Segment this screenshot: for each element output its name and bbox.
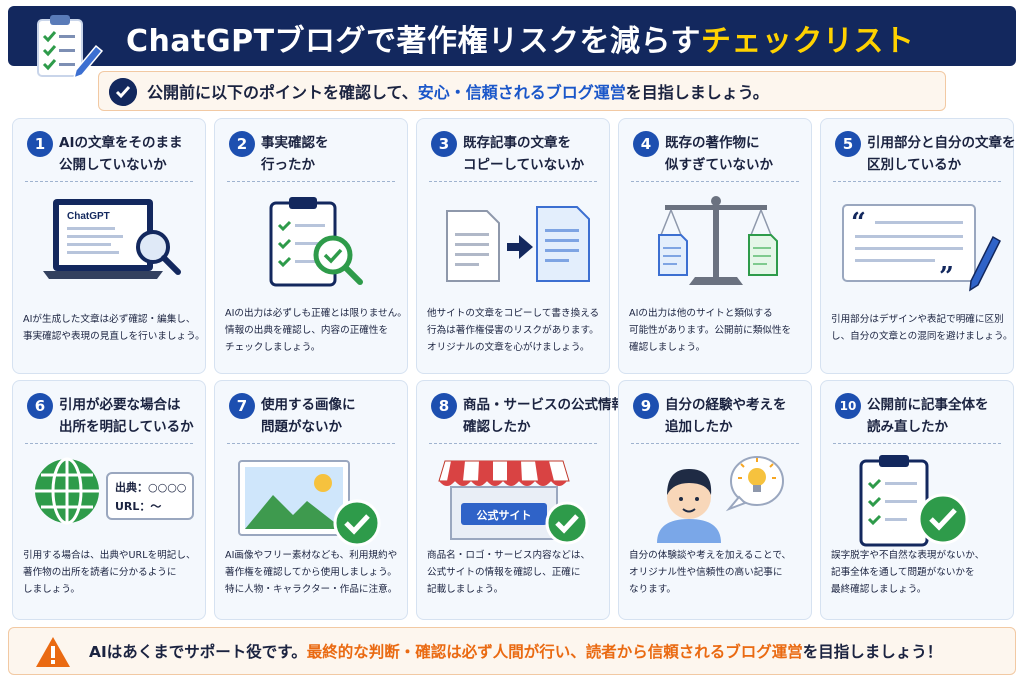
checklist-card-5: 5 引用部分と自分の文章を 区別しているか “ ” 引用部分はデザインや表記で明…: [820, 118, 1016, 374]
laptop-screen-label: ChatGPT: [67, 211, 110, 222]
page-title-highlight: チェックリスト: [700, 24, 915, 59]
intro-banner: 公開前に以下のポイントを確認して、安心・信頼されるブログ運営を目指しましょう。: [98, 71, 946, 111]
card-number: 4: [633, 131, 659, 157]
quote-card-pen-icon: “ ”: [842, 204, 1001, 292]
clipboard-check-magnifier-icon: [269, 197, 363, 287]
card-description: 商品名・ロゴ・サービス内容などは、 公式サイトの情報を確認し、正確に 記載しまし…: [427, 550, 591, 595]
card-title: AIの文章をそのまま 公開していないか: [59, 135, 183, 173]
card-number: 7: [229, 393, 255, 419]
footer-text-highlight: 最終的な判断・確認は必ず人間が行い、読者から信頼されるブログ運営: [306, 643, 803, 661]
card-description: AIの出力は必ずしも正確とは限りません。 情報の出典を確認し、内容の正確性を チ…: [225, 308, 407, 353]
card-divider: [833, 181, 1001, 182]
checklist-card-10: 10 公開前に記事全体を 読み直したか 誤字脱字や不自然な表現がないか、 記事全…: [820, 380, 1014, 620]
page-title-main: ChatGPTブログで著作権リスクを減らす: [126, 24, 701, 59]
card-number: 2: [229, 131, 255, 157]
card-divider: [25, 181, 193, 182]
card-number: 5: [835, 131, 861, 157]
card-divider: [227, 181, 395, 182]
card-divider: [429, 443, 597, 444]
card-description: 引用部分はデザインや表記で明確に区別 し、自分の文章との混同を避けましょう。: [831, 314, 1013, 342]
intro-text-before: 公開前に以下のポイントを確認して、: [147, 83, 418, 102]
checklist-card-7: 7 使用する画像に 問題がないか AI画像やフリー素材なども、利用規約や 著作権…: [214, 380, 408, 620]
card-divider: [631, 443, 799, 444]
card-description: 誤字脱字や不自然な表現がないか、 記事全体を通して問題がないかを 最終確認しまし…: [831, 550, 985, 595]
document-copy-arrow-icon: [446, 206, 590, 282]
card-number: 10: [835, 393, 861, 419]
image-check-icon: [238, 460, 381, 547]
card-description: 引用する場合は、出典やURLを明記し、 著作物の出所を読者に分かるように しまし…: [23, 550, 196, 595]
footer-banner: AIはあくまでサポート役です。最終的な判断・確認は必ず人間が行い、読者から信頼さ…: [8, 627, 1016, 675]
person-lightbulb-icon: [657, 456, 784, 543]
warning-triangle-icon: [36, 637, 70, 667]
card-divider: [227, 443, 395, 444]
card-title: 事実確認を 行ったか: [261, 135, 329, 173]
card-title: 引用部分と自分の文章を 区別しているか: [867, 135, 1016, 173]
card-title: 既存記事の文章を コピーしていないか: [463, 135, 585, 173]
svg-text:“: “: [851, 208, 866, 238]
checklist-card-2: 2 事実確認を 行ったか AIの出力は必ずしも正確とは限りません。 情報の出典を…: [214, 118, 408, 374]
card-description: AIの出力は他のサイトと類似する 可能性があります。公開前に類似性を 確認しまし…: [629, 308, 792, 353]
card-description: 自分の体験談や考えを加えることで、 オリジナル性や信頼性の高い記事に なります。: [629, 550, 792, 595]
card-title: 自分の経験や考えを 追加したか: [665, 397, 787, 435]
laptop-magnifier-icon: ChatGPT: [43, 199, 181, 279]
checklist-card-1: 1 AIの文章をそのまま 公開していないか ChatGPT AIが生成した文章は…: [12, 118, 206, 374]
card-title: 使用する画像に 問題がないか: [261, 397, 356, 435]
card-title: 既存の著作物に 似すぎていないか: [665, 135, 773, 173]
clipboard-checklist-pencil-icon: [37, 15, 104, 80]
card-title: 公開前に記事全体を 読み直したか: [867, 397, 989, 435]
card-number: 9: [633, 393, 659, 419]
card-number: 3: [431, 131, 457, 157]
clipboard-final-check-icon: [859, 455, 969, 547]
source-line-1: 出典：○○○○: [115, 480, 186, 494]
page-title: ChatGPTブログで著作権リスクを減らすチェックリスト: [126, 16, 914, 60]
checklist-card-8: 8 商品・サービスの公式情報を 確認したか 公式サイト 商品名・ロゴ・サービス内…: [416, 380, 639, 620]
globe-source-icon: 出典：○○○○ URL：～: [35, 457, 194, 525]
shop-check-icon: 公式サイト: [438, 460, 589, 545]
balance-scale-icon: [658, 196, 778, 285]
card-number: 1: [27, 131, 53, 157]
card-title: 引用が必要な場合は 出所を明記しているか: [59, 397, 194, 435]
intro-text-highlight: 安心・信頼されるブログ運営: [417, 83, 626, 102]
shop-sign-label: 公式サイト: [477, 508, 532, 522]
checklist-card-9: 9 自分の経験や考えを 追加したか 自分の体験談や考えを加えることで、 オリジナ…: [618, 380, 812, 620]
check-circle-icon: [109, 78, 137, 106]
card-description: AIが生成した文章は必ず確認・編集し、 事実確認や表現の見直しを行いましょう。: [23, 314, 205, 342]
card-description: AI画像やフリー素材なども、利用規約や 著作権を確認してから使用しましょう。 特…: [225, 550, 398, 595]
card-divider: [833, 443, 1001, 444]
checklist-card-6: 6 引用が必要な場合は 出所を明記しているか 出典：○○○○ URL：～ 引用す…: [12, 380, 206, 620]
card-description: 他サイトの文章をコピーして書き換える 行為は著作権侵害のリスクがあります。 オリ…: [427, 308, 600, 353]
intro-text-after: を目指しましょう。: [625, 83, 769, 102]
svg-text:”: ”: [939, 262, 954, 292]
checklist-card-3: 3 既存記事の文章を コピーしていないか 他サイトの文章をコピーして書き換える …: [416, 118, 610, 374]
card-divider: [631, 181, 799, 182]
card-divider: [429, 181, 597, 182]
header-banner: ChatGPTブログで著作権リスクを減らすチェックリスト: [8, 6, 1016, 80]
card-number: 8: [431, 393, 457, 419]
checklist-card-4: 4 既存の著作物に 似すぎていないか AIの出力は他のサイトと類似する 可能性が…: [618, 118, 812, 374]
card-number: 6: [27, 393, 53, 419]
checklist-grid: 1 AIの文章をそのまま 公開していないか ChatGPT AIが生成した文章は…: [12, 118, 1016, 620]
card-title: 商品・サービスの公式情報を 確認したか: [463, 397, 639, 435]
footer-text-before: AIはあくまでサポート役です。: [89, 643, 307, 661]
card-divider: [25, 443, 193, 444]
source-line-2: URL：～: [115, 500, 161, 513]
footer-text-after: を目指しましょう！: [802, 643, 943, 661]
